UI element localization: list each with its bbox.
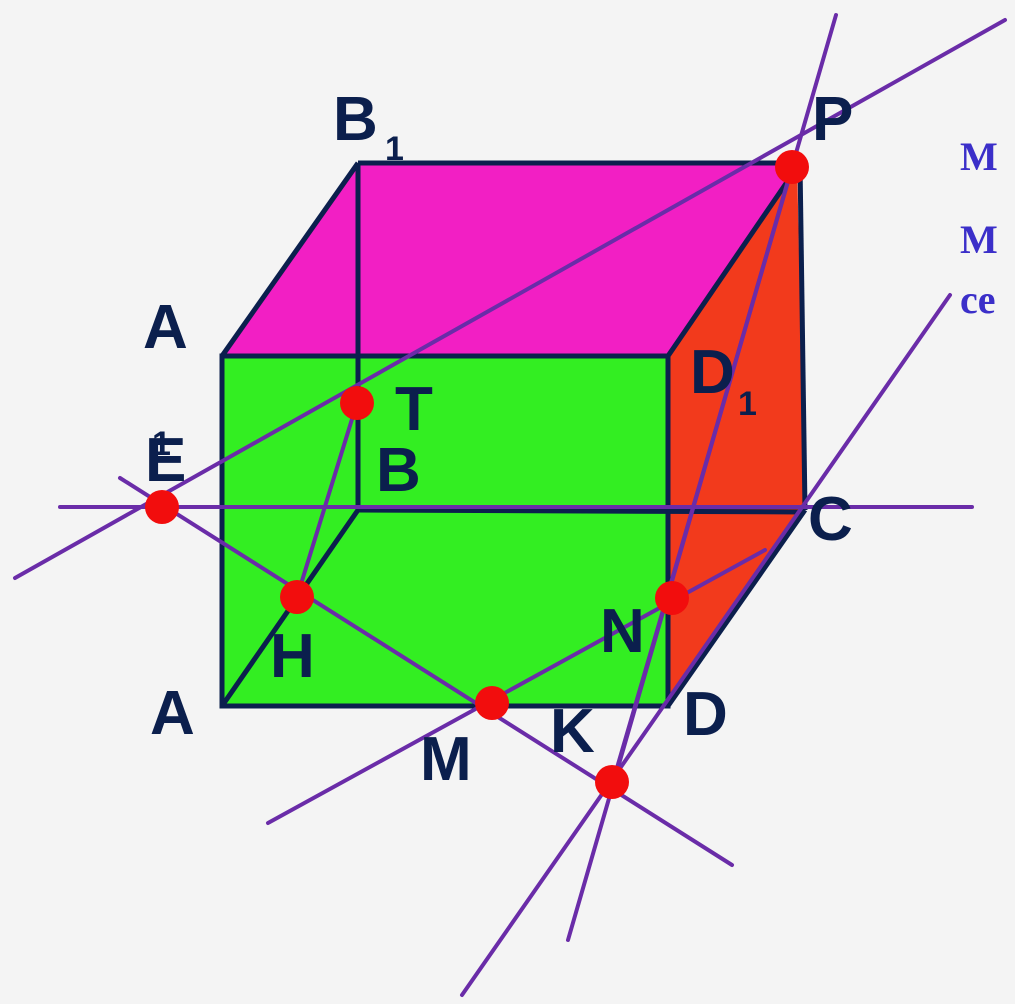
edge-d1-c1 — [665, 161, 803, 358]
label-b: B — [376, 436, 421, 505]
edge-right-back — [797, 162, 808, 511]
line-kp — [610, 166, 794, 787]
right-face — [668, 163, 805, 706]
point-t — [340, 386, 374, 420]
line-th — [295, 401, 359, 599]
label-d: D — [683, 680, 728, 749]
label-b1: B — [333, 85, 378, 154]
front-face — [222, 356, 668, 706]
point-m — [475, 686, 509, 720]
label-e: E — [145, 426, 186, 495]
label-b1-sub: 1 — [385, 130, 404, 168]
line-pe — [13, 18, 1007, 580]
side-text-line-2: M — [960, 217, 998, 262]
top-face — [222, 163, 797, 356]
label-d1: D — [690, 338, 735, 407]
point-p — [775, 150, 809, 184]
point-e — [145, 490, 179, 524]
label-n: N — [600, 597, 645, 666]
point-n — [655, 581, 689, 615]
edge-b-c — [357, 507, 806, 515]
label-a1: A — [143, 293, 188, 362]
label-a1-sub: 1 — [152, 425, 171, 463]
edge-a1-b1 — [219, 161, 361, 358]
line-c-long — [460, 293, 952, 997]
point-k — [595, 765, 629, 799]
label-k: K — [550, 697, 595, 766]
label-d1-sub: 1 — [738, 385, 757, 423]
label-h: H — [270, 622, 315, 691]
point-h — [280, 580, 314, 614]
edge-d-c — [665, 508, 808, 708]
label-a: A — [150, 679, 195, 748]
section-points — [145, 150, 809, 799]
label-p: P — [812, 85, 853, 154]
line-ek — [118, 476, 734, 867]
side-text-line-1: M — [960, 134, 998, 179]
side-text-line-3: ce — [960, 277, 996, 322]
label-m: M — [420, 725, 472, 794]
label-t: T — [395, 375, 433, 444]
label-c: C — [808, 485, 853, 554]
edge-front-square — [219, 353, 671, 709]
cube-edges — [219, 160, 808, 709]
